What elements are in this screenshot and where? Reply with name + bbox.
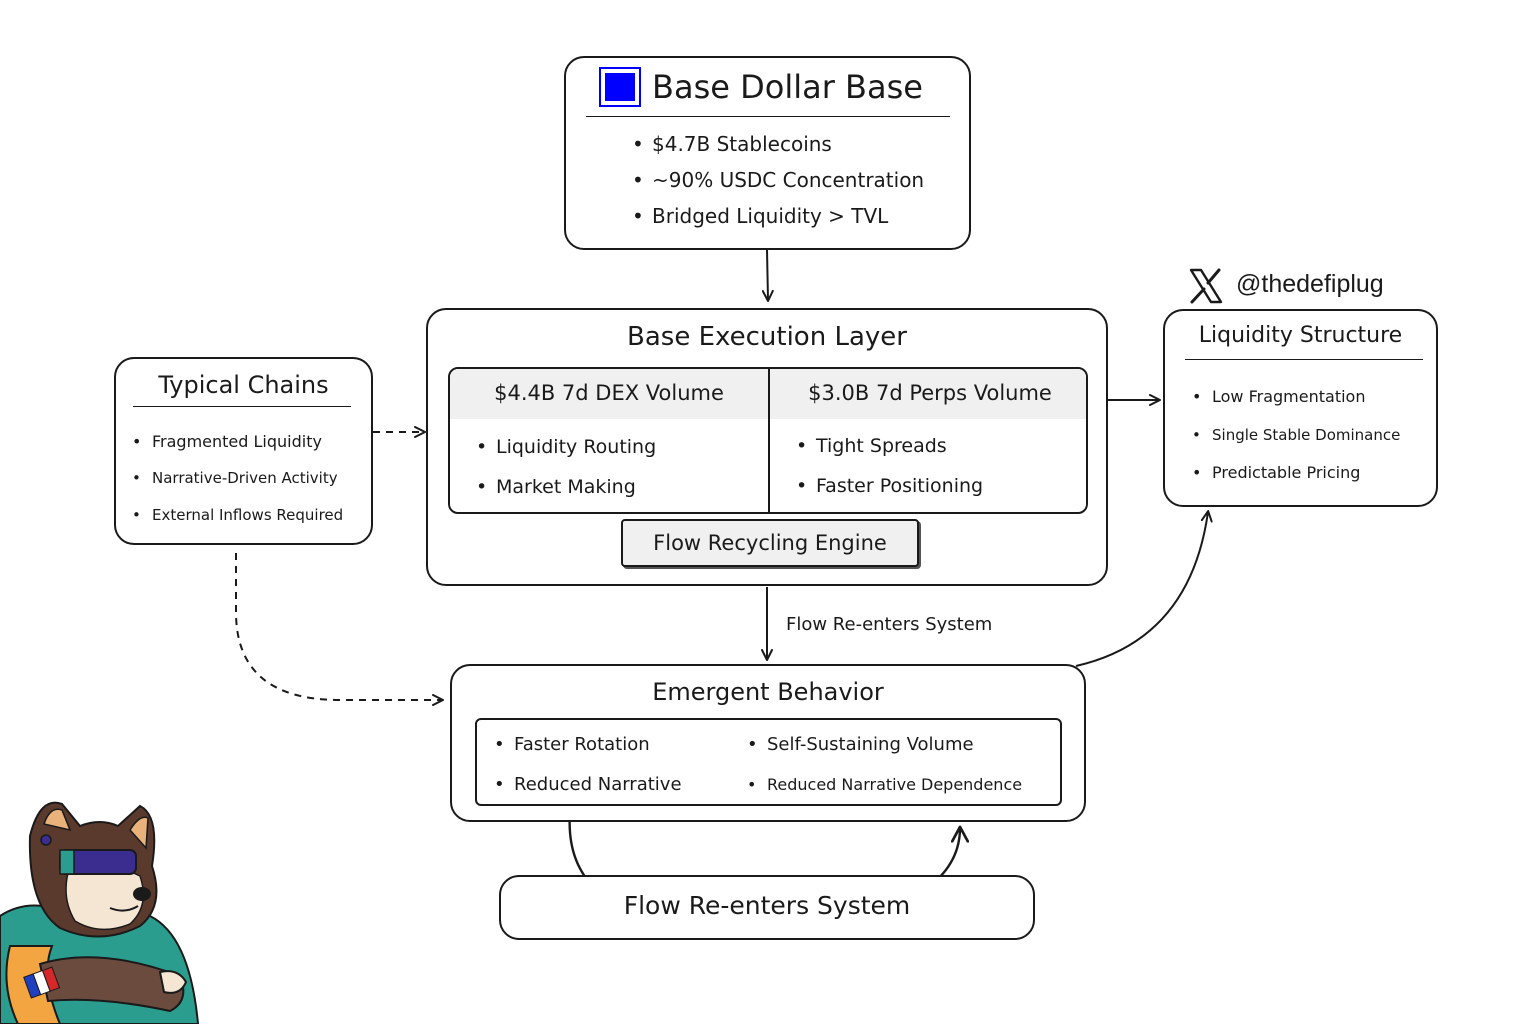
perps-header bbox=[770, 369, 1086, 419]
list-item: Reduced Narrative Dependence bbox=[747, 765, 1022, 805]
volume-panel-divider bbox=[768, 369, 770, 512]
liquidity-structure-card: Liquidity Structure Low Fragmentation Si… bbox=[1163, 309, 1438, 507]
typical-chains-list: Fragmented Liquidity Narrative-Driven Ac… bbox=[132, 423, 343, 534]
liquidity-structure-divider bbox=[1185, 359, 1423, 360]
flow-reenters-box: Flow Re-enters System bbox=[499, 875, 1035, 940]
flow-reenters-box-label: Flow Re-enters System bbox=[623, 891, 911, 920]
list-item: Low Fragmentation bbox=[1192, 378, 1400, 416]
emergent-behavior-card: Emergent Behavior Faster Rotation Reduce… bbox=[450, 664, 1086, 822]
list-item: Fragmented Liquidity bbox=[132, 423, 343, 460]
base-dollar-list: $4.7B Stablecoins ~90% USDC Concentratio… bbox=[632, 126, 924, 234]
list-item: Liquidity Routing bbox=[476, 427, 656, 467]
list-item: Bridged Liquidity > TVL bbox=[632, 198, 924, 234]
dog-mascot-icon bbox=[0, 796, 200, 1025]
base-dollar-divider bbox=[586, 116, 950, 117]
liquidity-structure-list: Low Fragmentation Single Stable Dominanc… bbox=[1192, 378, 1400, 492]
list-item: Predictable Pricing bbox=[1192, 454, 1400, 492]
list-item: $4.7B Stablecoins bbox=[632, 126, 924, 162]
arrow-typical-to-emergent bbox=[235, 553, 444, 706]
list-item: Self-Sustaining Volume bbox=[747, 725, 1022, 765]
list-item: Market Making bbox=[476, 467, 656, 507]
emergent-left-list: Faster Rotation Reduced Narrative bbox=[494, 725, 682, 805]
perps-list: Tight Spreads Faster Positioning bbox=[796, 426, 983, 506]
list-item: ~90% USDC Concentration bbox=[632, 162, 924, 198]
flow-recycling-label: Flow Recycling Engine bbox=[653, 531, 887, 555]
emergent-inner-panel: Faster Rotation Reduced Narrative Self-S… bbox=[475, 718, 1062, 806]
typical-chains-divider bbox=[133, 406, 351, 407]
dex-list: Liquidity Routing Market Making bbox=[476, 427, 656, 507]
typical-chains-card: Typical Chains Fragmented Liquidity Narr… bbox=[114, 357, 373, 545]
flow-reenters-label: Flow Re-enters System bbox=[786, 614, 993, 635]
x-logo-icon bbox=[1188, 268, 1224, 304]
flow-recycling-engine: Flow Recycling Engine bbox=[621, 519, 919, 567]
perps-volume-title: $3.0B 7d Perps Volume bbox=[808, 381, 1052, 405]
execution-layer-title: Base Execution Layer bbox=[627, 322, 907, 352]
list-item: External Inflows Required bbox=[132, 497, 343, 534]
square-logo-icon bbox=[599, 67, 641, 107]
list-item: Tight Spreads bbox=[796, 426, 983, 466]
base-dollar-card: Base Dollar Base $4.7B Stablecoins ~90% … bbox=[564, 56, 971, 250]
typical-chains-title: Typical Chains bbox=[158, 371, 329, 399]
arrow-base-to-execution bbox=[761, 249, 774, 302]
volume-panel: $4.4B 7d DEX Volume $3.0B 7d Perps Volum… bbox=[448, 367, 1088, 514]
liquidity-structure-title: Liquidity Structure bbox=[1198, 323, 1403, 348]
list-item: Single Stable Dominance bbox=[1192, 416, 1400, 454]
list-item: Narrative-Driven Activity bbox=[132, 460, 343, 497]
author-handle[interactable]: @thedefiplug bbox=[1236, 270, 1384, 298]
base-dollar-title: Base Dollar Base bbox=[652, 68, 923, 106]
list-item: Reduced Narrative bbox=[494, 765, 682, 805]
list-item: Faster Positioning bbox=[796, 466, 983, 506]
emergent-behavior-title: Emergent Behavior bbox=[652, 678, 884, 706]
dex-volume-title: $4.4B 7d DEX Volume bbox=[494, 381, 724, 405]
dex-header bbox=[450, 369, 768, 419]
emergent-right-list: Self-Sustaining Volume Reduced Narrative… bbox=[747, 725, 1022, 805]
list-item: Faster Rotation bbox=[494, 725, 682, 765]
execution-layer-card: Base Execution Layer $4.4B 7d DEX Volume… bbox=[426, 308, 1108, 586]
